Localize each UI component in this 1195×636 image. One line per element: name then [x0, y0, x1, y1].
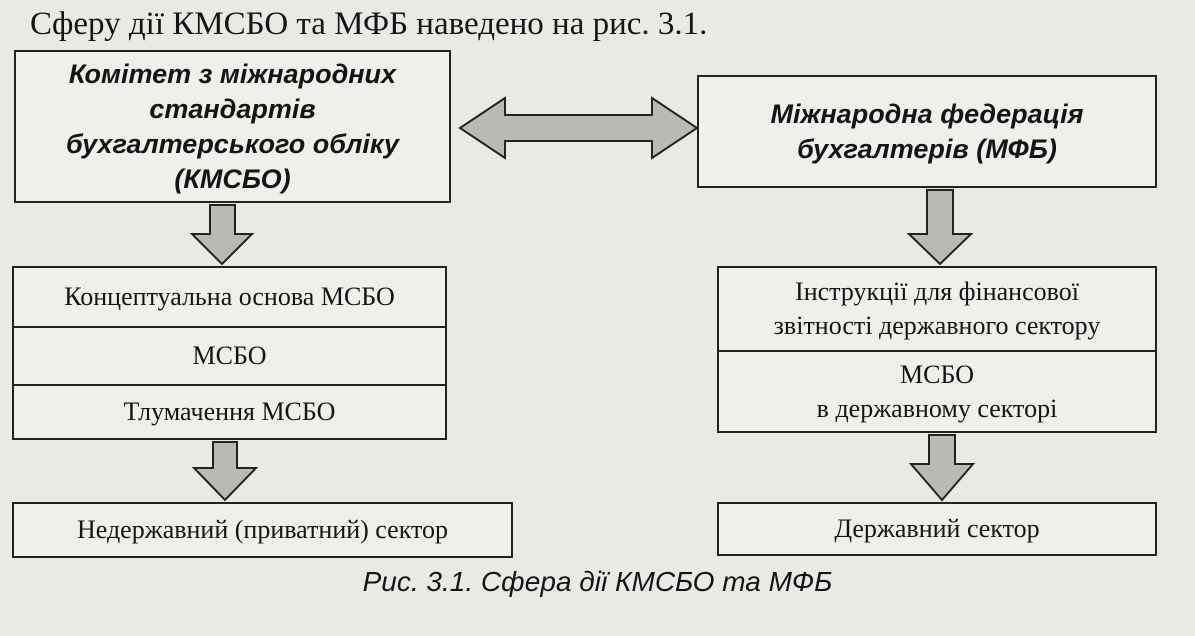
committee-line-4: (КМСБО): [174, 163, 291, 194]
committee-line-1: Комітет з міжнародних: [68, 58, 397, 89]
double-arrow-icon: [458, 96, 699, 160]
committee-line-3: бухгалтерського обліку: [66, 128, 399, 159]
private-sector-box: Недержавний (приватний) сектор: [12, 502, 513, 558]
intro-text: Сферу дії КМСБО та МФБ наведено на рис. …: [30, 6, 708, 42]
right-stack-item-public-ias: МСБО в державному секторі: [719, 350, 1155, 431]
down-arrow-icon-right-bottom: [908, 434, 976, 502]
federation-box: Міжнародна федерація бухгалтерів (МФБ): [697, 75, 1157, 188]
federation-line-1: Міжнародна федерація: [770, 98, 1084, 129]
down-arrow-icon-left-top: [189, 204, 255, 266]
public-sector-box: Державний сектор: [717, 502, 1157, 556]
federation-line-2: бухгалтерів (МФБ): [797, 133, 1057, 164]
right-stack-public-ias-line-2: в державному секторі: [816, 393, 1058, 423]
committee-line-2: стандартів: [149, 93, 316, 124]
right-stack: Інструкції для фінансової звітності держ…: [717, 266, 1157, 433]
down-arrow-icon-right-top: [906, 189, 974, 266]
left-stack-item-ias: МСБО: [14, 326, 445, 384]
right-stack-item-instructions: Інструкції для фінансової звітності держ…: [719, 268, 1155, 350]
down-arrow-icon-left-bottom: [191, 441, 259, 502]
right-stack-instructions-line-2: звітності державного сектору: [773, 311, 1101, 340]
left-stack-item-conceptual: Концептуальна основа МСБО: [64, 282, 395, 311]
left-stack: Концептуальна основа МСБО МСБО Тлумаченн…: [12, 266, 447, 440]
committee-box: Комітет з міжнародних стандартів бухгалт…: [14, 50, 451, 203]
left-stack-item-interpretation: Тлумачення МСБО: [14, 384, 445, 438]
figure-caption: Рис. 3.1. Сфера дії КМСБО та МФБ: [362, 566, 833, 597]
right-stack-instructions-line-1: Інструкції для фінансової: [795, 277, 1079, 306]
right-stack-public-ias-line-1: МСБО: [900, 359, 974, 389]
